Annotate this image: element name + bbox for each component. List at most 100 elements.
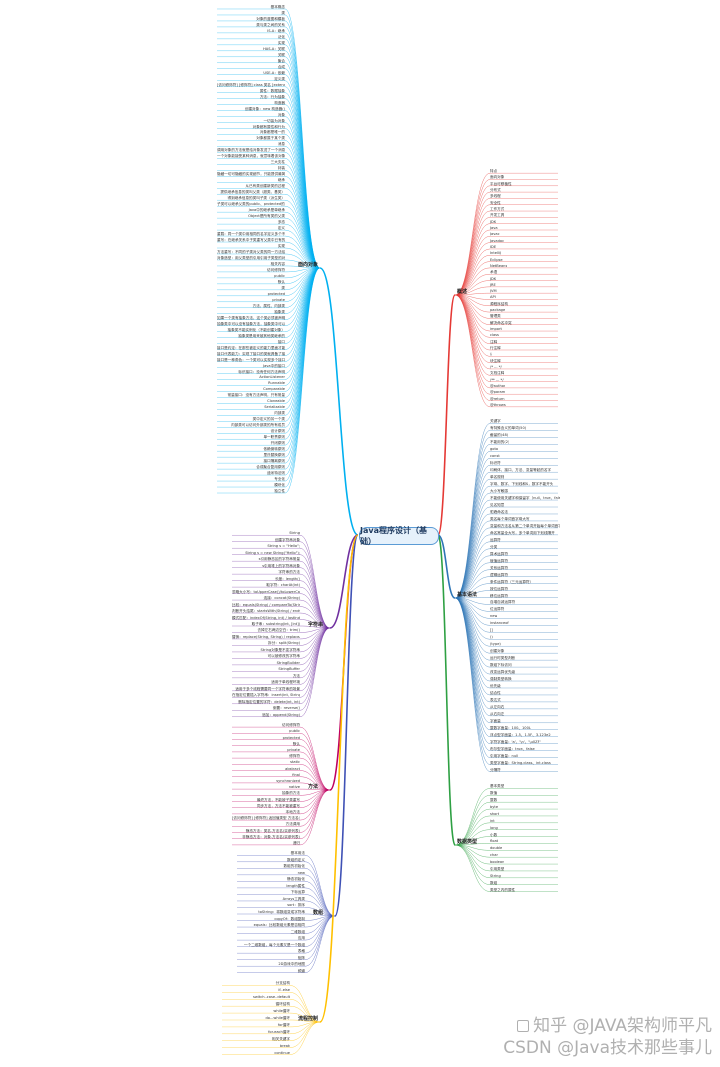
string-node[interactable]: 长度：length(): [274, 576, 300, 581]
oop-node[interactable]: 里氏替换原则: [263, 453, 285, 458]
oop-node[interactable]: 类中定义的另一个类: [252, 417, 285, 422]
overview-node[interactable]: import: [490, 327, 502, 332]
basics-node[interactable]: instanceof: [490, 621, 509, 626]
oop-node[interactable]: 方法重写：不同的子类对父类的同一方法给出不同的实现版本: [217, 249, 285, 254]
oop-node[interactable]: 类: [281, 285, 285, 290]
string-node[interactable]: 适用于多个线程需要同一个字符串的场景: [235, 686, 300, 691]
oop-node[interactable]: 开闭原则: [270, 441, 285, 446]
flow-node[interactable]: 分支结构: [275, 981, 290, 986]
overview-node[interactable]: IntelliJ: [490, 251, 502, 256]
string-node[interactable]: 连接：concat(String): [263, 596, 300, 601]
overview-node[interactable]: 分布式: [490, 188, 501, 193]
types-node[interactable]: 整数: [490, 798, 498, 803]
oop-node[interactable]: protected: [267, 291, 285, 296]
overview-node[interactable]: //: [490, 352, 493, 357]
basics-node[interactable]: 字母、数字、下划线和$，数字不能开头: [490, 482, 554, 487]
branch-array[interactable]: 数组: [313, 910, 324, 916]
basics-node[interactable]: 类型字面量：String.class、int.class: [490, 760, 551, 765]
oop-node[interactable]: 接口是约定：在那些被定义的能力里面才能进行调用: [217, 345, 285, 350]
types-node[interactable]: float: [490, 839, 499, 844]
overview-node[interactable]: 管理类: [490, 314, 501, 319]
overview-node[interactable]: 多线程: [490, 194, 501, 199]
flow-node[interactable]: switch..case..default: [253, 995, 290, 1000]
branch-types[interactable]: 数据类型: [457, 839, 478, 845]
basics-node[interactable]: 不能用的(2): [490, 440, 510, 445]
oop-node[interactable]: 合成聚合复用原则: [256, 465, 285, 470]
method-node[interactable]: 非静态方法：对象.方法名(实参列表): [242, 834, 300, 839]
oop-node[interactable]: 子类可以继承父类的public、protected的属性和方法: [217, 202, 285, 207]
array-node[interactable]: 基本用法: [290, 851, 305, 856]
overview-node[interactable]: 工作方式: [490, 207, 505, 212]
string-node[interactable]: StringBuffer: [278, 667, 300, 672]
oop-node[interactable]: 对象都有属性和行为: [252, 124, 285, 129]
array-node[interactable]: 静态初始化: [287, 877, 305, 882]
oop-node[interactable]: 聚合: [277, 58, 285, 63]
oop-node[interactable]: 得到继承信息的类叫子类（派生类）: [227, 196, 286, 201]
basics-node[interactable]: goto: [490, 447, 499, 452]
oop-node[interactable]: 设计原则: [270, 429, 285, 434]
oop-node[interactable]: 内部类: [274, 411, 285, 416]
oop-node[interactable]: HAS-A：关联: [263, 46, 285, 51]
string-node[interactable]: 字符串的方法: [278, 570, 300, 575]
oop-node[interactable]: 调用对象的方法就是给对象发送了一个消息: [217, 148, 285, 153]
basics-node[interactable]: 截留的(48): [490, 433, 509, 438]
overview-node[interactable]: 开发工具: [490, 213, 505, 218]
oop-node[interactable]: 构造器: [274, 100, 285, 105]
string-node[interactable]: 倒置：reverse(): [272, 706, 300, 711]
string-node[interactable]: 比较：equals(String) / compareTo(String): [232, 602, 300, 607]
method-node[interactable]: 静态方法：类名.方法名(实参列表): [245, 828, 300, 833]
overview-node[interactable]: package: [490, 308, 506, 313]
basics-node[interactable]: 命名常量全大写，多个单词用下划线隔开: [490, 530, 555, 535]
method-node[interactable]: [访问修饰符] [修饰符] 返回值类型 方法名([参数列表]) [异常声明]: [232, 816, 300, 821]
flow-node[interactable]: continue: [274, 1050, 290, 1055]
oop-node[interactable]: public: [274, 273, 285, 278]
method-node[interactable]: private: [287, 747, 300, 752]
overview-node[interactable]: @param: [490, 390, 506, 395]
oop-node[interactable]: 实现: [277, 40, 285, 45]
basics-node[interactable]: 标识符: [490, 461, 501, 466]
string-node[interactable]: 可以被修改的字符串: [267, 654, 300, 659]
string-node[interactable]: String: [289, 531, 300, 536]
overview-node[interactable]: @return: [490, 396, 505, 401]
oop-node[interactable]: 消息: [277, 142, 285, 147]
overview-node[interactable]: 术语: [490, 270, 498, 275]
basics-node[interactable]: 自增自减运算符: [490, 600, 516, 605]
oop-node[interactable]: 多态: [277, 220, 285, 225]
oop-node[interactable]: [访问修饰符] [修饰符] class 类名 [extends 父类] [imp…: [217, 82, 285, 87]
oop-node[interactable]: 单一职责原则: [263, 435, 285, 440]
overview-node[interactable]: 块注释: [490, 358, 501, 363]
array-node[interactable]: 应用: [297, 936, 305, 941]
basics-node[interactable]: 从左向右: [490, 704, 505, 709]
oop-node[interactable]: 依赖倒转原则: [263, 447, 285, 452]
method-node[interactable]: final: [292, 772, 300, 777]
oop-node[interactable]: 类: [281, 10, 285, 15]
oop-node[interactable]: 继承: [277, 178, 285, 183]
oop-node[interactable]: Java中的接口: [263, 363, 285, 368]
string-node[interactable]: StringBuilder: [276, 660, 300, 665]
basics-node[interactable]: 分类: [490, 544, 498, 549]
method-node[interactable]: 抽象的方法: [282, 791, 300, 796]
oop-node[interactable]: 创建对象：new 构造器(): [244, 106, 285, 111]
string-node[interactable]: 拆分：split(String): [268, 641, 300, 646]
overview-node[interactable]: @throws: [490, 402, 506, 407]
string-node[interactable]: s引用堆上的字符串对象: [262, 563, 300, 568]
flow-node[interactable]: if..else: [278, 988, 290, 993]
branch-flow[interactable]: 流程控制: [298, 1016, 319, 1022]
types-node[interactable]: 数组: [490, 880, 498, 885]
overview-node[interactable]: JDK: [490, 276, 497, 281]
oop-node[interactable]: 接口是一种角色：一个类可以实现多个接口: [217, 357, 285, 362]
types-node[interactable]: byte: [490, 805, 499, 810]
method-node[interactable]: 最终方法，不能被子类重写: [256, 797, 300, 802]
string-node[interactable]: 取字符：charAt(int): [266, 583, 300, 588]
array-node[interactable]: toString：将数组变成字符串: [258, 910, 305, 914]
basics-node[interactable]: 关键字: [490, 419, 501, 424]
oop-node[interactable]: 抽象类中可以没有抽象方法，抽象类中可以有自己的构造器: [217, 321, 285, 326]
branch-basics[interactable]: 基本语法: [457, 592, 478, 598]
overview-node[interactable]: API: [490, 295, 496, 300]
oop-node[interactable]: 常量接口：没有方法声明，只有常量: [227, 393, 286, 398]
method-node[interactable]: 递归: [292, 840, 300, 845]
overview-node[interactable]: JDK: [490, 219, 497, 224]
basics-node[interactable]: 逻辑运算符: [490, 572, 508, 577]
oop-node[interactable]: 合成: [277, 64, 285, 69]
oop-node[interactable]: USE-A：依赖: [263, 70, 285, 75]
